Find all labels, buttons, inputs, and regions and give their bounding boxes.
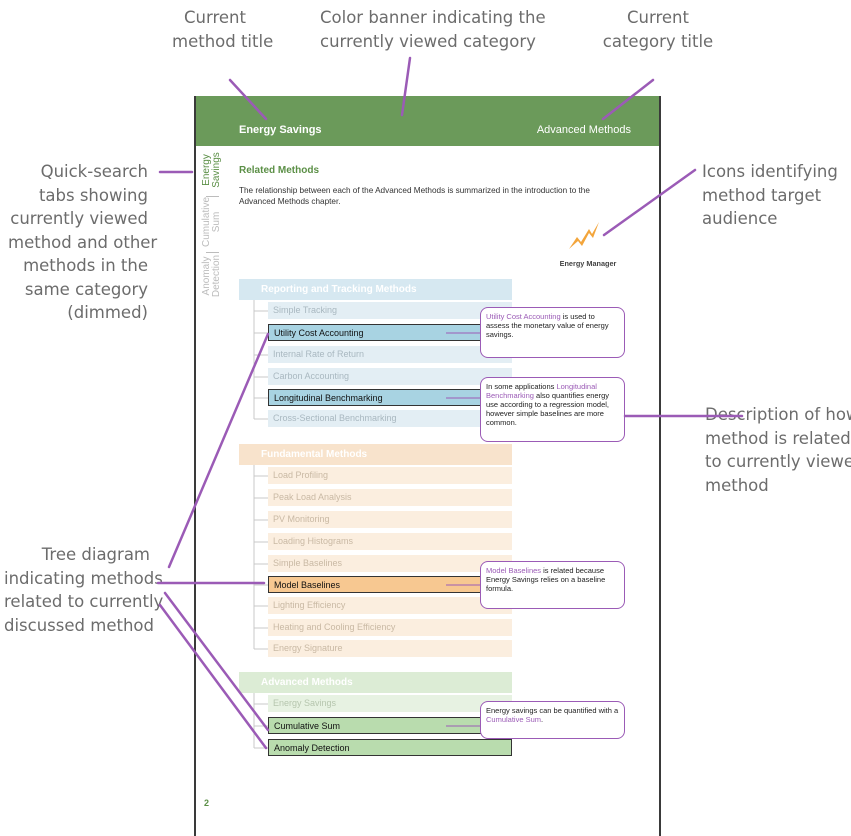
note-link[interactable]: Utility Cost Accounting xyxy=(486,312,561,321)
group-header-fundamental: Fundamental Methods xyxy=(239,444,512,465)
callout-line: method and other xyxy=(8,232,158,252)
tree-item[interactable]: Lighting Efficiency xyxy=(268,597,512,614)
callout-line: Color banner indicating the xyxy=(320,8,546,27)
lightning-bolt-icon xyxy=(569,222,599,249)
callout-icons: Icons identifying method target audience xyxy=(702,160,842,231)
callout-line: method is related xyxy=(705,428,851,448)
callout-line: tabs showing xyxy=(38,185,148,205)
relation-note: In some applications Longitudinal Benchm… xyxy=(480,377,625,442)
note-link[interactable]: Longitudinal Benchmarking xyxy=(486,382,597,400)
callout-line: Description of how xyxy=(705,405,851,424)
category-banner: Energy Savings Advanced Methods xyxy=(196,96,659,146)
callout-line: currently viewed category xyxy=(320,31,536,51)
quick-tab-divider xyxy=(206,252,219,253)
callout-line: category title xyxy=(602,31,714,51)
callout-category-title: Current category title xyxy=(600,6,716,53)
note-text: Energy savings can be quantified with a xyxy=(486,706,619,715)
relation-note: Energy savings can be quantified with a … xyxy=(480,701,625,739)
callout-line: (dimmed) xyxy=(67,303,148,322)
callout-method-title: Current method title xyxy=(172,6,274,53)
tree-item[interactable]: Peak Load Analysis xyxy=(268,489,512,506)
callout-line: Current xyxy=(627,8,689,27)
note-link[interactable]: Model Baselines xyxy=(486,566,542,575)
tree-item[interactable]: Load Profiling xyxy=(268,467,512,484)
callout-line: indicating methods xyxy=(4,568,163,588)
note-text: . xyxy=(541,715,544,724)
note-text: is related because Energy Savings relies… xyxy=(486,566,606,593)
callout-line: Tree diagram xyxy=(41,545,150,564)
callout-line: currently viewed xyxy=(10,209,148,228)
tree-item[interactable]: Loading Histograms xyxy=(268,533,512,550)
callout-quick-search: Quick-search tabs showing currently view… xyxy=(8,160,158,325)
tree-item[interactable]: Simple Baselines xyxy=(268,555,512,572)
relation-note: Model Baselines is related because Energ… xyxy=(480,561,625,609)
callout-line: method xyxy=(705,475,769,495)
document-page: Energy Savings Advanced Methods Energy S… xyxy=(194,96,661,836)
tree-item[interactable]: Energy Signature xyxy=(268,640,512,657)
tree-item[interactable]: Heating and Cooling Efficiency xyxy=(268,619,512,636)
callout-line: Icons identifying xyxy=(702,162,838,181)
tree-item-highlighted[interactable]: Anomaly Detection xyxy=(268,739,512,756)
note-link[interactable]: Cumulative Sum xyxy=(486,715,542,724)
callout-line: discussed method xyxy=(4,615,154,635)
callout-line: Quick-search xyxy=(40,162,148,181)
callout-tree: Tree diagram indicating methods related … xyxy=(4,543,164,637)
category-title: Advanced Methods xyxy=(536,124,631,136)
callout-line: Current xyxy=(184,8,246,27)
note-text: In some applications xyxy=(486,382,557,391)
note-text: is used to assess the monetary value of … xyxy=(486,312,609,339)
callout-description: Description of how method is related to … xyxy=(705,403,851,497)
tree-item[interactable]: PV Monitoring xyxy=(268,511,512,528)
note-text: also quantifies energy use according to … xyxy=(486,391,610,427)
tree-item[interactable]: Simple Tracking xyxy=(268,302,512,319)
group-header-advanced: Advanced Methods xyxy=(239,672,512,693)
callout-line: audience xyxy=(702,209,778,228)
callout-line: same category xyxy=(24,279,148,299)
callout-line: method target xyxy=(702,185,822,205)
method-title: Energy Savings xyxy=(239,124,322,136)
tree-item[interactable]: Internal Rate of Return xyxy=(268,346,512,363)
callout-line: method title xyxy=(172,31,274,51)
quick-tab-divider xyxy=(206,196,219,197)
group-header-reporting: Reporting and Tracking Methods xyxy=(239,279,512,300)
relation-note: Utility Cost Accounting is used to asses… xyxy=(480,307,625,358)
callout-banner: Color banner indicating the currently vi… xyxy=(320,6,546,53)
tree-item[interactable]: Cross-Sectional Benchmarking xyxy=(268,410,512,427)
callout-line: methods in the xyxy=(23,256,148,275)
related-methods-body: The relationship between each of the Adv… xyxy=(239,186,590,206)
page-number: 2 xyxy=(204,798,210,808)
audience-label: Energy Manager xyxy=(559,259,617,268)
related-methods-heading: Related Methods xyxy=(239,165,320,176)
callout-line: to currently viewed xyxy=(705,452,851,471)
callout-line: related to currently xyxy=(4,592,164,611)
tree-item[interactable]: Energy Savings xyxy=(268,695,512,712)
tree-item[interactable]: Carbon Accounting xyxy=(268,368,512,385)
